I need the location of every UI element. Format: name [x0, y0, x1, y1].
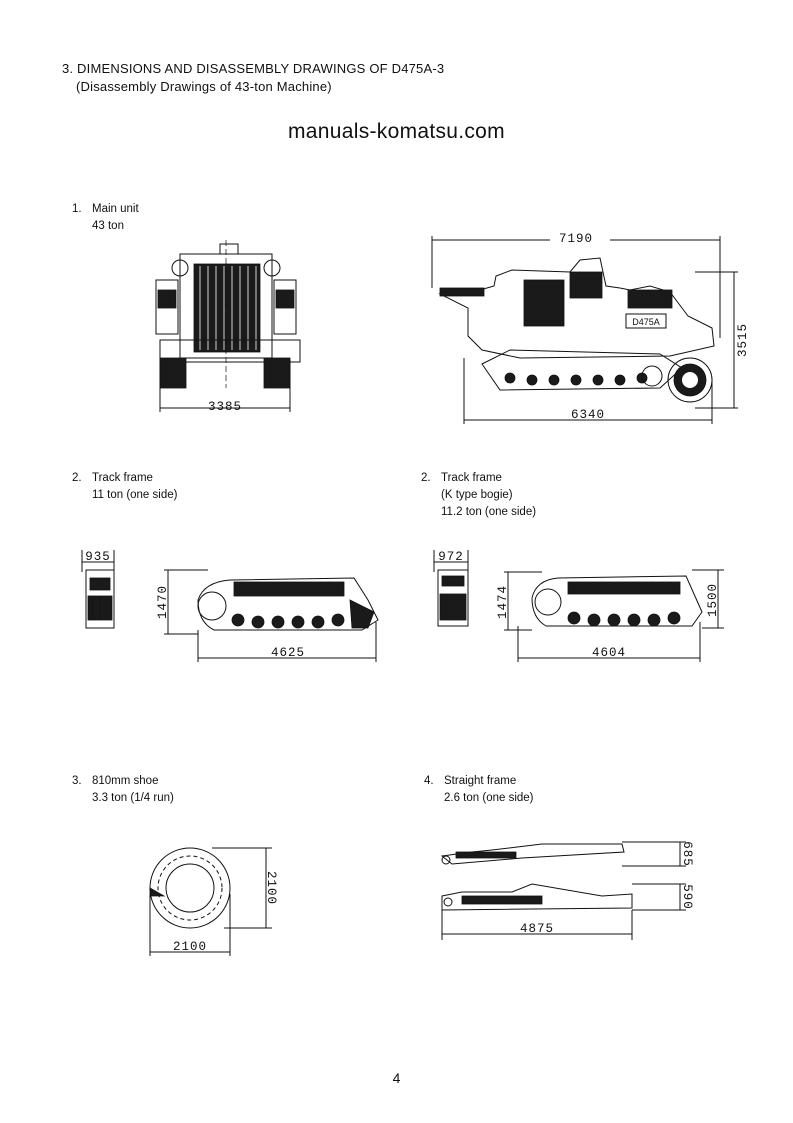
caption-weight: 43 ton — [92, 220, 124, 232]
track-frame-end-view: 935 — [81, 550, 115, 629]
dim-bottom-height: 590 — [680, 884, 694, 910]
track-frame-k-bogie-end-view: 972 — [433, 550, 469, 627]
track-frame-side-view: 1470 4625 — [156, 569, 379, 662]
dim-top-height: 685 — [680, 841, 694, 867]
dim-length: 4604 — [592, 646, 626, 660]
dim-front-width: 3385 — [208, 400, 242, 414]
caption-weight: 11 ton (one side) — [92, 489, 178, 501]
main-unit-front-view: 3385 — [155, 240, 301, 414]
dim-width: 972 — [438, 550, 464, 564]
dim-height-right: 1500 — [706, 583, 720, 617]
caption-number: 3. — [72, 775, 82, 787]
caption-title: Track frame — [92, 472, 153, 484]
caption-shoe: 3. 810mm shoe 3.3 ton (1/4 run) — [72, 773, 174, 807]
track-frame-k-bogie-side-view: 1474 1500 4604 — [496, 569, 724, 662]
shoe-drawing: 2100 2100 — [149, 847, 278, 956]
straight-frame-drawing: 685 590 4875 — [440, 841, 694, 940]
caption-straight-frame: 4. Straight frame 2.6 ton (one side) — [424, 773, 534, 807]
dim-height: 1470 — [156, 585, 170, 619]
caption-weight: 11.2 ton (one side) — [441, 506, 537, 518]
dim-track-length: 6340 — [571, 408, 605, 422]
dim-length: 4875 — [520, 922, 554, 936]
caption-number: 1. — [72, 203, 82, 215]
caption-number: 2. — [421, 472, 431, 484]
machine-model-label: D475A — [632, 317, 660, 327]
caption-number: 2. — [72, 472, 82, 484]
dim-height-left: 1474 — [496, 585, 510, 619]
dim-overall-length: 7190 — [559, 232, 593, 246]
caption-subtitle: (K type bogie) — [441, 489, 513, 501]
caption-title: 810mm shoe — [92, 775, 159, 787]
caption-main-unit: 1. Main unit 43 ton — [72, 201, 139, 235]
page-number: 4 — [392, 1070, 401, 1086]
caption-title: Straight frame — [444, 775, 517, 787]
caption-weight: 2.6 ton (one side) — [444, 792, 534, 804]
document-heading: 3. DIMENSIONS AND DISASSEMBLY DRAWINGS O… — [62, 60, 444, 96]
caption-weight: 3.3 ton (1/4 run) — [92, 792, 174, 804]
heading-line-2: (Disassembly Drawings of 43-ton Machine) — [76, 79, 332, 94]
caption-title: Track frame — [441, 472, 502, 484]
dim-height: 2100 — [264, 871, 278, 905]
watermark: manuals-komatsu.com — [288, 120, 505, 143]
dim-width: 935 — [85, 550, 111, 564]
heading-line-1: 3. DIMENSIONS AND DISASSEMBLY DRAWINGS O… — [62, 61, 445, 76]
caption-track-frame-k-bogie: 2. Track frame (K type bogie) 11.2 ton (o… — [421, 470, 536, 521]
main-unit-side-view: 7190 3515 D475A 6340 — [431, 229, 750, 424]
caption-number: 4. — [424, 775, 434, 787]
dim-height: 3515 — [736, 323, 750, 357]
dim-length: 4625 — [271, 646, 305, 660]
caption-title: Main unit — [92, 203, 139, 215]
dim-width: 2100 — [173, 940, 207, 954]
caption-track-frame: 2. Track frame 11 ton (one side) — [72, 470, 177, 504]
